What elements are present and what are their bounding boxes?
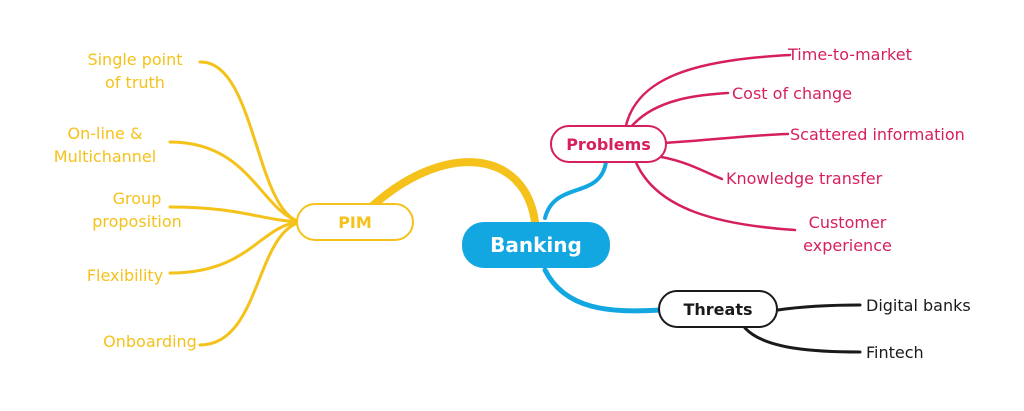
central-node-label: Banking xyxy=(490,233,582,257)
leaf-digital-banks[interactable]: Digital banks xyxy=(866,294,971,317)
leaf-customer-experience[interactable]: Customer experience xyxy=(785,211,910,257)
leaf-online-multichannel[interactable]: On-line & Multichannel xyxy=(40,122,170,168)
link-problems-customer xyxy=(633,158,797,232)
leaf-line: Digital banks xyxy=(866,296,971,315)
leaf-group-proposition[interactable]: Group proposition xyxy=(72,187,202,233)
branch-node-threats-label: Threats xyxy=(683,299,753,319)
leaf-line: Single point xyxy=(87,50,183,69)
link-problems-time xyxy=(623,53,792,132)
leaf-line: Multichannel xyxy=(53,147,157,166)
leaf-single-point-of-truth[interactable]: Single point of truth xyxy=(70,48,200,94)
link-threats-fintech xyxy=(743,326,862,354)
link-problems-scattered xyxy=(661,132,790,145)
leaf-line: Fintech xyxy=(866,343,924,362)
leaf-line: proposition xyxy=(92,212,182,231)
leaf-knowledge-transfer[interactable]: Knowledge transfer xyxy=(726,167,882,190)
leaf-cost-of-change[interactable]: Cost of change xyxy=(732,82,852,105)
link-banking-pim xyxy=(366,158,539,226)
branch-node-problems-label: Problems xyxy=(566,134,651,154)
leaf-flexibility[interactable]: Flexibility xyxy=(60,264,190,287)
link-pim-online xyxy=(168,140,302,224)
leaf-fintech[interactable]: Fintech xyxy=(866,341,924,364)
leaf-line: Cost of change xyxy=(732,84,853,103)
link-pim-flexibility xyxy=(168,220,302,275)
link-banking-problems xyxy=(543,160,608,220)
branch-node-problems[interactable]: Problems xyxy=(550,125,667,163)
leaf-line: On-line & xyxy=(67,124,143,143)
leaf-line: Onboarding xyxy=(103,332,197,351)
leaf-line: Scattered information xyxy=(790,125,965,144)
leaf-line: Customer xyxy=(808,213,887,232)
link-problems-cost xyxy=(628,91,730,130)
leaf-line: of truth xyxy=(105,73,165,92)
leaf-line: experience xyxy=(803,236,892,255)
leaf-onboarding[interactable]: Onboarding xyxy=(85,330,215,353)
link-problems-knowledge xyxy=(648,153,724,181)
link-pim-single-point xyxy=(198,60,302,224)
leaf-line: Knowledge transfer xyxy=(726,169,883,188)
leaf-line: Group xyxy=(112,189,162,208)
branch-node-pim[interactable]: PIM xyxy=(296,203,414,241)
branch-node-pim-label: PIM xyxy=(338,212,372,232)
leaf-time-to-market[interactable]: Time-to-market xyxy=(788,43,912,66)
link-pim-onboarding xyxy=(198,220,302,347)
link-pim-group xyxy=(168,205,302,224)
leaf-line: Time-to-market xyxy=(788,45,912,64)
leaf-scattered-information[interactable]: Scattered information xyxy=(790,123,965,146)
link-banking-threats xyxy=(542,267,663,314)
central-node-banking[interactable]: Banking xyxy=(462,222,610,268)
link-threats-digital xyxy=(776,303,862,312)
leaf-line: Flexibility xyxy=(86,266,164,285)
branch-node-threats[interactable]: Threats xyxy=(658,290,778,328)
